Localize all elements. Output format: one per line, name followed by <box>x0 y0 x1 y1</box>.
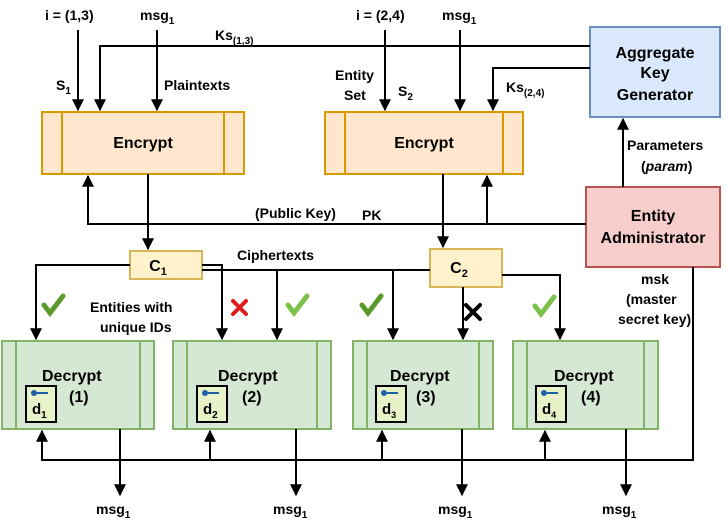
decrypt-2-number: (2) <box>242 389 262 406</box>
s2-label: S2 <box>398 83 413 103</box>
key-icon-1 <box>25 385 57 423</box>
master-label-2: secret key) <box>618 311 691 327</box>
entity-set-label-1: Entity <box>335 67 374 83</box>
admin-title-2: Administrator <box>601 230 706 247</box>
message-input-right: msg1 <box>442 7 477 27</box>
cross-red-icon <box>231 299 248 316</box>
encrypt-box-left <box>41 111 245 175</box>
parameters-label: Parameters <box>627 137 703 153</box>
aggregate-title-2: Key <box>640 65 669 82</box>
decrypt-4-title: Decrypt <box>554 368 614 385</box>
key-icon-3 <box>375 385 407 423</box>
index-set-2-4: i = (2,4) <box>356 7 405 23</box>
decrypt-2-title: Decrypt <box>218 368 278 385</box>
public-key-label: (Public Key) <box>255 205 336 221</box>
output-msg-3: msg1 <box>438 501 473 521</box>
ks13-label: Ks(1,3) <box>215 27 253 47</box>
cross-black-icon <box>464 303 482 321</box>
aggregate-title-1: Aggregate <box>615 45 694 62</box>
ciphertext-c2-box <box>429 248 503 288</box>
c1-label: C1 <box>149 258 167 278</box>
plaintexts-label: Plaintexts <box>164 77 230 93</box>
decrypt-box-4 <box>512 340 659 430</box>
check-icon-3 <box>359 293 384 318</box>
decrypt-box-1 <box>1 340 155 430</box>
encrypt-left-title: Encrypt <box>113 135 173 152</box>
admin-title-1: Entity <box>631 208 676 225</box>
ks24-label: Ks(2,4) <box>506 79 544 99</box>
encrypt-box-right <box>324 111 524 175</box>
key-d2-label: d2 <box>203 401 218 421</box>
message-input-left: msg1 <box>140 7 175 27</box>
check-icon-4 <box>532 294 557 319</box>
aggregate-title-3: Generator <box>617 87 693 104</box>
index-set-1-3: i = (1,3) <box>45 7 94 23</box>
decrypt-box-3 <box>352 340 494 430</box>
key-d4-label: d4 <box>542 401 556 420</box>
decrypt-4-number: (4) <box>581 389 601 406</box>
decrypt-1-title: Decrypt <box>42 368 102 385</box>
master-label-1: (master <box>626 291 677 307</box>
ciphertexts-label: Ciphertexts <box>237 247 314 263</box>
key-icon-4 <box>535 385 567 423</box>
connector-lines <box>30 30 694 497</box>
key-d1-label: d1 <box>32 401 47 421</box>
output-msg-1: msg1 <box>96 501 131 521</box>
entities-label-2: unique IDs <box>100 319 172 335</box>
entity-set-label-2: Set <box>344 87 366 103</box>
check-icon-1 <box>41 293 66 318</box>
entity-administrator-box <box>585 186 721 268</box>
output-msg-4: msg1 <box>602 501 637 521</box>
encrypt-right-title: Encrypt <box>394 135 454 152</box>
key-icon-2 <box>196 385 228 423</box>
output-msg-2: msg1 <box>273 501 308 521</box>
aggregate-key-generator-box <box>589 26 721 118</box>
decrypt-1-number: (1) <box>69 389 89 406</box>
pk-label: PK <box>362 207 381 223</box>
key-d3-label: d3 <box>382 401 396 420</box>
s1-label: S1 <box>56 77 71 97</box>
msk-label: msk <box>641 271 669 287</box>
check-icon-2 <box>285 293 310 318</box>
entities-label-1: Entities with <box>90 299 172 315</box>
c2-label: C2 <box>450 260 468 280</box>
decrypt-3-title: Decrypt <box>390 368 450 385</box>
decrypt-3-number: (3) <box>416 389 436 406</box>
param-label: (param) <box>641 158 692 174</box>
